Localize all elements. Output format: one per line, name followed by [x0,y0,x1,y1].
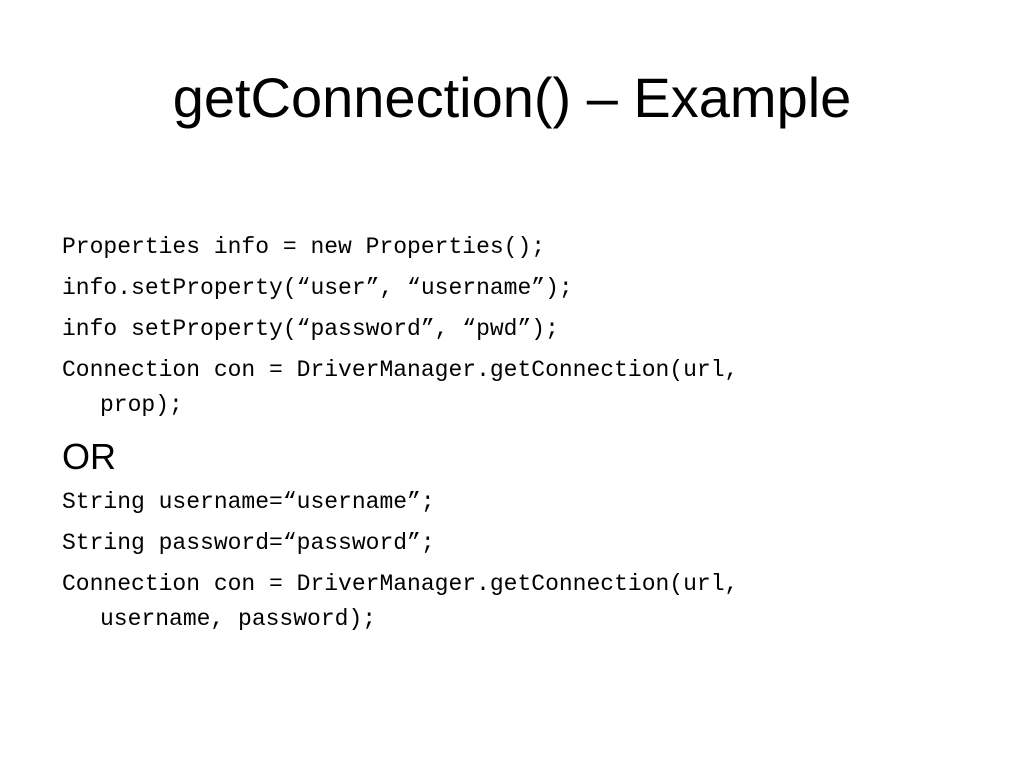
code-line: Connection con = DriverManager.getConnec… [62,357,739,383]
or-separator: OR [62,436,116,477]
code-line-continuation: username, password); [100,606,377,632]
code-line: info setProperty(“password”, “pwd”); [62,316,559,342]
code-line: Properties info = new Properties(); [62,234,546,260]
slide-body: Properties info = new Properties(); info… [62,230,962,643]
slide-title: getConnection() – Example [172,66,852,129]
code-line-continuation: prop); [100,392,183,418]
code-line: String password=“password”; [62,530,435,556]
code-line: String username=“username”; [62,489,435,515]
code-line: Connection con = DriverManager.getConnec… [62,571,739,597]
code-line: info.setProperty(“user”, “username”); [62,275,573,301]
